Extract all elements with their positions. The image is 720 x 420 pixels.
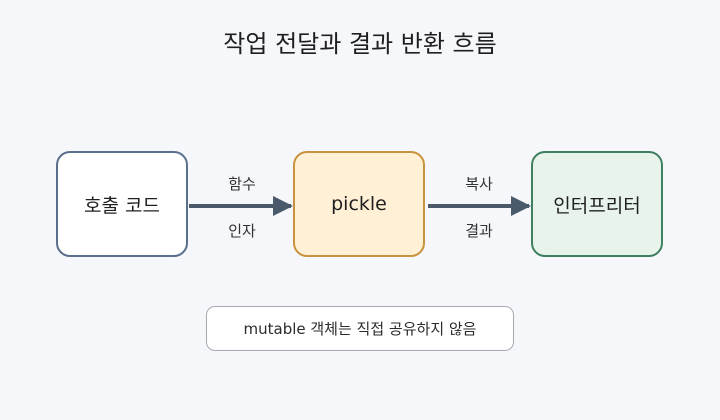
diagram-title: 작업 전달과 결과 반환 흐름 bbox=[223, 30, 497, 58]
node-interpreter-label: 인터프리터 bbox=[553, 194, 641, 217]
node-caller-code-label: 호출 코드 bbox=[84, 194, 160, 217]
note-text: mutable 객체는 직접 공유하지 않음 bbox=[243, 320, 477, 338]
edge-label-arguments: 인자 bbox=[228, 222, 256, 240]
node-pickle-label: pickle bbox=[331, 193, 387, 215]
node-interpreter: 인터프리터 bbox=[531, 151, 663, 257]
edge-label-function: 함수 bbox=[228, 175, 256, 193]
note-box: mutable 객체는 직접 공유하지 않음 bbox=[206, 306, 514, 351]
edge-label-copy: 복사 bbox=[465, 175, 493, 193]
edge-label-result: 결과 bbox=[465, 222, 493, 240]
node-caller-code: 호출 코드 bbox=[56, 151, 188, 257]
node-pickle: pickle bbox=[293, 151, 425, 257]
